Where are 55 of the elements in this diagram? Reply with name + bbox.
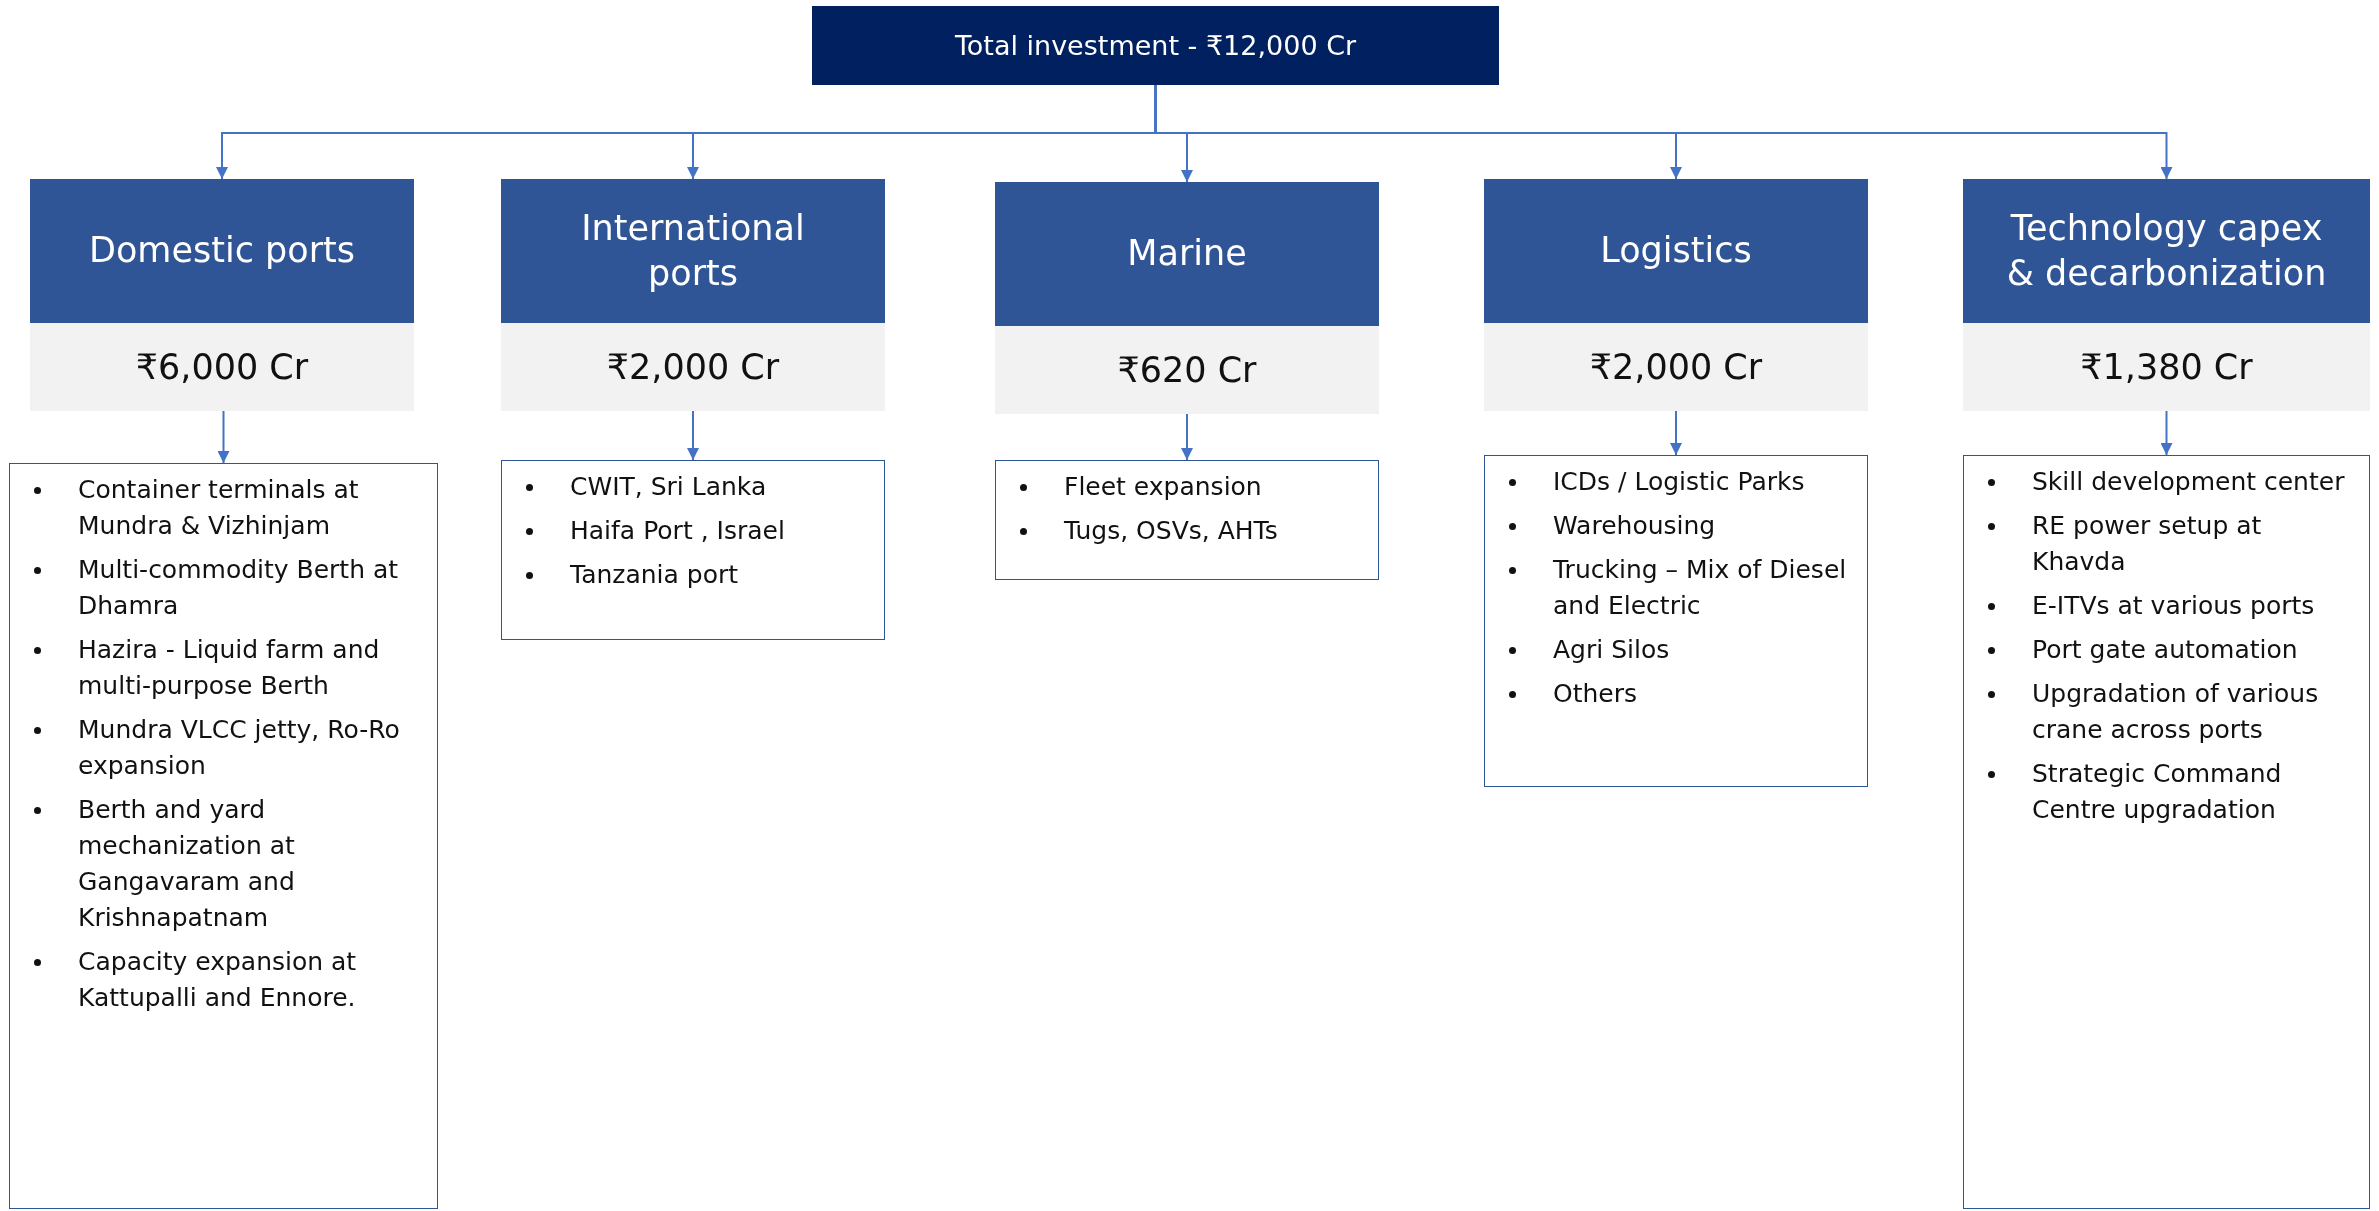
amount-box [1484,323,1868,411]
list-item: E-ITVs at various ports [2032,591,2315,620]
list-item: Multi-commodity Berth at Dhamra [78,555,399,620]
category-header-box [501,179,885,323]
arrow [1670,410,1682,456]
category-header-box [30,179,414,323]
list-item: Strategic Command Centre upgradation [2032,759,2282,824]
amount-label: ₹1,380 Cr [2080,347,2253,387]
list-item: Tanzania port [570,560,739,589]
category-label: International ports [580,206,806,295]
amount-box [501,323,885,411]
amount-label: ₹2,000 Cr [606,347,780,387]
list-item: RE power setup at Khavda [2032,511,2262,576]
total-label: Total investment - ₹12,000 Cr [954,30,1357,61]
list-item: Tugs, OSVs, AHTs [1064,516,1278,545]
list-item: Others [1553,679,1637,708]
list-item: Haifa Port , Israel [570,516,785,545]
list-item: Upgradation of various crane across ports [2032,679,2319,744]
item-list-box [9,463,438,1209]
arrow [217,410,230,464]
list-item: CWIT, Sri Lanka [570,472,767,501]
category-label: Technology capex & decarbonization [2005,206,2328,295]
arrow [1181,413,1193,461]
list-item: Mundra VLCC jetty, Ro-Ro expansion [78,715,400,780]
list-item: Container terminals at Mundra & Vizhinjam [78,475,359,540]
list-item: Fleet expansion [1064,472,1262,501]
category-label: Domestic ports [89,229,355,273]
category-label: Marine [1127,232,1247,276]
item-list-box [995,460,1379,580]
list-item: Hazira - Liquid farm and multi-purpose Berth [78,635,380,700]
amount-label: ₹2,000 Cr [1589,347,1763,387]
amount-box [1963,323,2370,411]
list-item: Trucking – Mix of Diesel and Electric [1553,555,1847,620]
amount-box [995,326,1379,414]
list-item: Berth and yard mechanization at Gangavaram and Krishnapatnam [78,795,295,932]
list-item: Warehousing [1553,511,1716,540]
total-box [812,6,1499,85]
item-list-box [501,460,885,640]
list-item: Capacity expansion at Kattupalli and Ennore. [78,947,357,1012]
list-item: ICDs / Logistic Parks [1553,467,1805,496]
list-item: Agri Silos [1553,635,1670,664]
amount-box [30,323,414,411]
list-item: Port gate automation [2032,635,2298,664]
arrow [2160,410,2173,456]
list-item: Skill development center [2032,467,2345,496]
arrow [1154,84,2173,180]
category-header-box [1484,179,1868,323]
amount-label: ₹620 Cr [1117,350,1257,390]
category-header-box [1963,179,2370,323]
category-label: Logistics [1600,229,1752,273]
amount-label: ₹6,000 Cr [135,347,309,387]
item-list-box [1484,455,1868,787]
category-header-box [995,182,1379,326]
arrow [687,410,699,461]
item-list-box [1963,455,2370,1209]
